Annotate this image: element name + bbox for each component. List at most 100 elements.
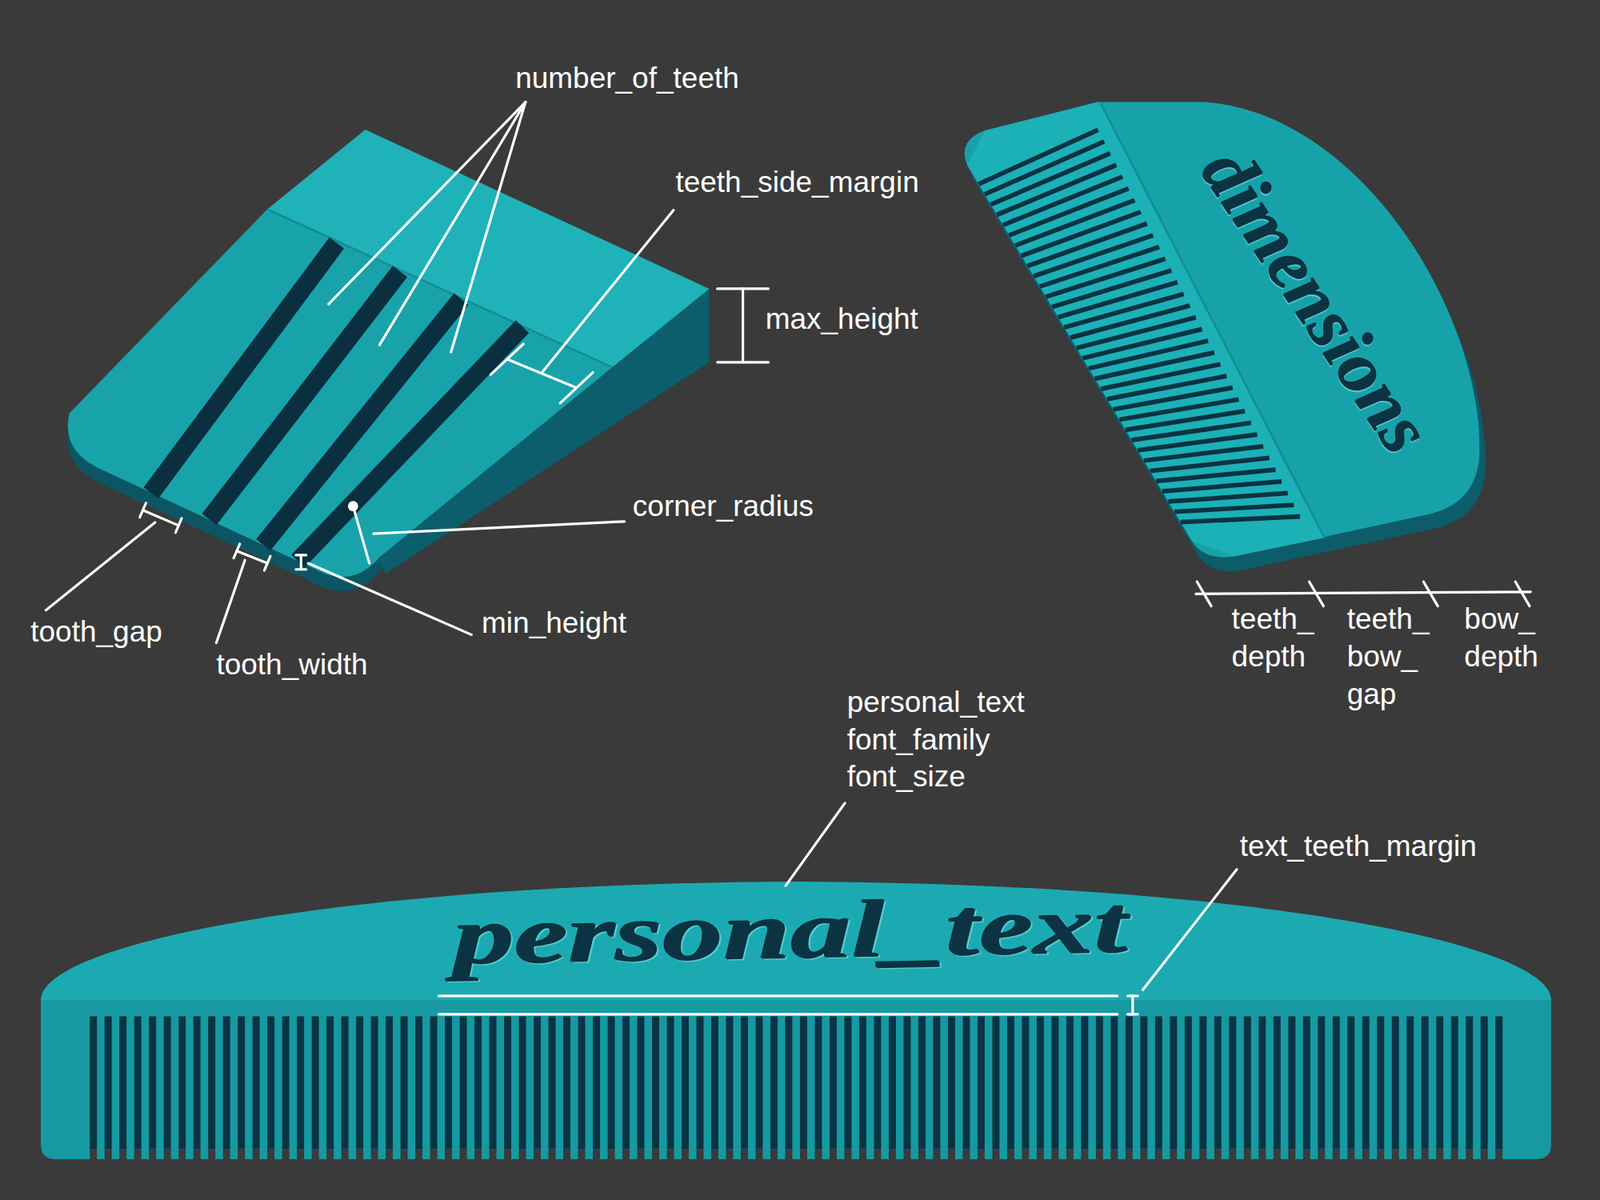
tooth-gap xyxy=(903,1148,911,1160)
front-view-comb xyxy=(40,881,1552,1160)
dimension-tick xyxy=(1127,994,1138,997)
tooth-gap xyxy=(430,1148,438,1160)
leader-line xyxy=(379,102,525,346)
leaders xyxy=(45,102,1531,1015)
tooth-slot xyxy=(444,1016,452,1149)
tooth-slot xyxy=(460,1016,468,1149)
tooth-slot xyxy=(948,1016,956,1149)
tooth-slot xyxy=(918,1016,926,1149)
tooth-gap xyxy=(1214,1148,1222,1160)
tooth-slot xyxy=(1376,1016,1384,1149)
tooth-gap xyxy=(1480,1148,1488,1160)
tooth-gap xyxy=(267,1148,275,1160)
tooth-gap xyxy=(667,1148,675,1160)
tooth-slot xyxy=(859,1016,867,1149)
tooth-gap xyxy=(1021,1148,1029,1160)
groove xyxy=(1156,469,1276,481)
tooth-gap xyxy=(1376,1148,1384,1160)
engraved-text: personal_text xyxy=(453,884,1129,978)
tooth-gap xyxy=(1007,1148,1015,1160)
tooth-slot xyxy=(223,1016,231,1149)
tooth-slot xyxy=(193,1016,201,1149)
tooth-gap xyxy=(844,1148,852,1160)
dimension-line xyxy=(741,288,744,363)
margin-line xyxy=(438,1012,1117,1016)
tooth-gap xyxy=(873,1148,881,1160)
tooth-gap xyxy=(296,1148,304,1160)
tooth-gap xyxy=(948,1148,956,1160)
tooth-gap xyxy=(341,1148,349,1160)
groove xyxy=(1174,504,1294,512)
tooth-slot xyxy=(371,1016,379,1149)
tooth-slot xyxy=(252,1016,260,1149)
parameter-label: teeth_ bow_ gap xyxy=(1347,600,1430,714)
dimension-tick xyxy=(233,544,240,559)
radius-line xyxy=(352,506,369,564)
margin-line xyxy=(438,994,1117,997)
tooth-gap xyxy=(1258,1148,1266,1160)
tooth-gap xyxy=(1406,1148,1414,1160)
tooth-gap xyxy=(533,1148,541,1160)
tooth-slot xyxy=(430,1016,438,1149)
tooth-gap xyxy=(652,1148,660,1160)
tooth-slot xyxy=(1317,1016,1325,1149)
tooth-slot xyxy=(770,1016,778,1149)
tooth-gap xyxy=(119,1148,127,1160)
dimension-line xyxy=(1131,996,1134,1015)
tooth-gap xyxy=(548,1148,556,1160)
tooth-slot xyxy=(1066,1016,1074,1149)
radius-center xyxy=(348,500,359,512)
tooth-gap xyxy=(992,1148,1000,1160)
tooth-gap xyxy=(1066,1148,1074,1160)
tooth-gap xyxy=(726,1148,734,1160)
dimension-tick xyxy=(717,360,769,364)
comb-slots xyxy=(151,243,523,562)
tooth-slot xyxy=(385,1016,393,1149)
tooth-gap xyxy=(356,1148,364,1160)
parameter-label: text_teeth_margin xyxy=(1240,827,1477,865)
tooth-slot xyxy=(932,1016,940,1149)
tooth-gap xyxy=(1080,1148,1088,1160)
tooth-slot xyxy=(903,1016,911,1149)
tooth-gap xyxy=(756,1148,764,1160)
tooth-slot xyxy=(740,1016,748,1149)
tooth-slot xyxy=(1303,1016,1311,1149)
tooth-gap xyxy=(1125,1148,1133,1160)
tooth-slot xyxy=(873,1016,881,1149)
tooth-slot xyxy=(592,1016,600,1149)
tooth-gap xyxy=(444,1148,452,1160)
tooth-slot xyxy=(1096,1016,1104,1149)
parameter-label: personal_text xyxy=(847,684,1025,722)
groove xyxy=(1149,457,1269,471)
tooth-slot xyxy=(711,1016,719,1149)
groove xyxy=(1095,352,1215,380)
isometric-comb xyxy=(68,129,710,592)
tooth-slot xyxy=(1036,1016,1044,1149)
tooth-gap xyxy=(711,1148,719,1160)
tooth-slot xyxy=(208,1016,216,1149)
parameter-label: tooth_gap xyxy=(30,613,163,652)
tooth-slot xyxy=(1273,1016,1281,1149)
tooth-slot xyxy=(489,1016,497,1149)
tooth-gap xyxy=(1465,1148,1473,1160)
tooth-slot xyxy=(1392,1016,1400,1149)
dimension-line xyxy=(143,510,180,526)
tooth-gap xyxy=(252,1148,260,1160)
parameter-label: font_size xyxy=(847,758,966,796)
dimension-line xyxy=(236,551,268,564)
tooth-gap xyxy=(859,1148,867,1160)
tooth-gap xyxy=(1096,1148,1104,1160)
tooth-gap xyxy=(193,1148,201,1160)
groove xyxy=(991,153,1111,205)
dimension-tick xyxy=(264,556,271,571)
slot xyxy=(151,243,337,493)
tooth-slot xyxy=(1169,1016,1177,1149)
tooth-gap xyxy=(622,1148,630,1160)
comb-teeth xyxy=(89,1016,1503,1160)
leader-line xyxy=(45,522,155,611)
tooth-gap xyxy=(563,1148,571,1160)
tooth-slot xyxy=(563,1016,571,1149)
tooth-gap xyxy=(696,1148,704,1160)
tooth-slot xyxy=(696,1016,704,1149)
